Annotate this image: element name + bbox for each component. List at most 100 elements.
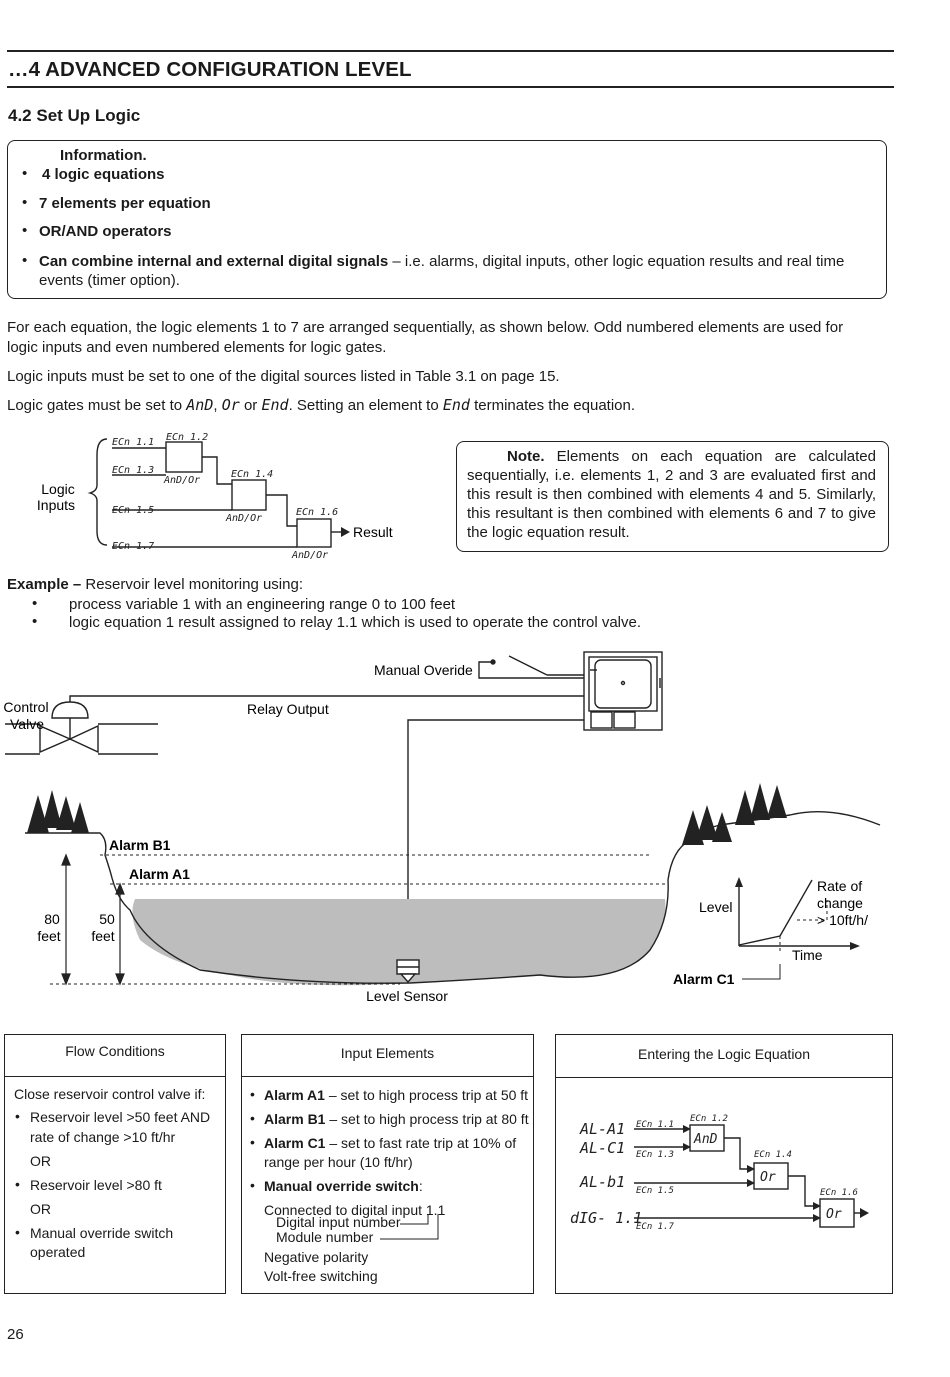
- level-sensor-icon: [396, 959, 420, 984]
- input-connected: Connected to digital input 1.1: [264, 1202, 446, 1218]
- or-code: Or: [221, 396, 240, 414]
- manual-override-name: Manual override switch: [264, 1178, 419, 1194]
- trees-left-icon: [27, 790, 89, 833]
- input-alarm-c1: Alarm C1 – set to fast rate trip at 10% …: [264, 1134, 516, 1152]
- end-code: End: [261, 396, 289, 414]
- input-al-b1: AL-b1: [579, 1173, 625, 1191]
- bullet: •: [250, 1110, 255, 1126]
- flow-condition-2: Reservoir level >80 ft: [30, 1177, 162, 1193]
- alarm-c1-label: Alarm C1: [673, 971, 735, 987]
- logic-elements-diagram: ECn 1.1 ECn 1.2 ECn 1.3 AnD/Or ECn 1.4 E…: [37, 432, 393, 561]
- rate-graph: [738, 879, 855, 980]
- bullet: •: [15, 1224, 20, 1240]
- ecn-1-3-label: ECn 1.3: [112, 465, 154, 476]
- ecn-1-7-label: ECn 1.7: [636, 1222, 675, 1232]
- page-number: 26: [7, 1326, 24, 1343]
- ecn-1-1-label: ECn 1.1: [112, 437, 154, 448]
- valve-icon: [5, 723, 158, 755]
- info-item-signals: Can combine internal and external digita…: [39, 252, 844, 271]
- gate-and: AnD: [693, 1132, 718, 1147]
- information-box: [7, 140, 887, 299]
- input-manual-override: Manual override switch:: [264, 1177, 423, 1195]
- alarm-c1-desc: – set to fast rate trip at 10% of: [325, 1135, 517, 1151]
- ecn-1-5-label: ECn 1.5: [636, 1186, 674, 1196]
- input-volt-free: Volt-free switching: [264, 1268, 378, 1284]
- logic-equation-diagram: ECn 1.1 ECn 1.2 ECn 1.3 ECn 1.4 ECn 1.5 …: [570, 1114, 869, 1232]
- alarm-b1-name: Alarm B1: [264, 1111, 326, 1127]
- info-item: 4 logic equations: [42, 166, 165, 183]
- paragraph-3: Logic gates must be set to AnD, Or or En…: [7, 396, 635, 415]
- depth-50-unit: feet: [91, 928, 114, 944]
- flow-condition-3b: operated: [30, 1244, 86, 1260]
- input-alarm-b1: Alarm B1 – set to high process trip at 8…: [264, 1110, 529, 1128]
- logic-inputs-label-2: Inputs: [37, 497, 75, 513]
- subsection-title: 4.2 Set Up Logic: [8, 106, 141, 125]
- logic-equation-title: Entering the Logic Equation: [556, 1035, 892, 1078]
- gate-or-2: Or: [826, 1207, 842, 1222]
- recorder-icon: [583, 651, 663, 731]
- flow-conditions-title: Flow Conditions: [5, 1035, 225, 1077]
- time-axis-label: Time: [792, 947, 823, 963]
- manual-override-label: Manual Overide: [374, 662, 473, 678]
- bullet: •: [15, 1176, 20, 1192]
- info-title: Information.: [60, 147, 147, 164]
- paragraph-1-line-2: logic inputs and even numbered elements …: [7, 339, 387, 356]
- input-alarm-c1-line2: range per hour (10 ft/hr): [264, 1154, 413, 1170]
- note-text: Note. Elements on each equation are calc…: [467, 447, 876, 542]
- ecn-1-5-label: ECn 1.5: [112, 505, 154, 516]
- bullet: •: [22, 194, 28, 211]
- depth-80-label: 80: [44, 911, 60, 927]
- input-dig-1-1: dIG- 1.1: [570, 1209, 642, 1227]
- example-bullet-2: logic equation 1 result assigned to rela…: [69, 614, 642, 631]
- note-box: [456, 441, 889, 552]
- alarm-a1-desc: – set to high process trip at 50 ft: [324, 1087, 529, 1103]
- flow-conditions-panel: Flow Conditions: [4, 1034, 226, 1294]
- bullet: •: [22, 222, 28, 239]
- paragraph-2: Logic inputs must be set to one of the d…: [7, 368, 560, 385]
- control-valve-label-2: Valve: [10, 716, 44, 732]
- input-module-number: Module number: [276, 1229, 374, 1245]
- control-valve-label-1: Control: [3, 699, 48, 715]
- flow-condition-1: Reservoir level >50 feet AND: [30, 1109, 211, 1125]
- rate-label-3: > 10ft/h/: [817, 912, 868, 928]
- relay-output-label: Relay Output: [247, 701, 329, 717]
- alarm-c1-name: Alarm C1: [264, 1135, 326, 1151]
- end-code-2: End: [442, 396, 470, 414]
- header-rule: [7, 86, 894, 88]
- reservoir-illustration: Manual Overide Control Valve Relay Outpu…: [3, 651, 881, 1004]
- ecn-1-2-label: ECn 1.2: [166, 432, 208, 443]
- bullet: •: [250, 1177, 255, 1193]
- bullet: •: [32, 595, 38, 612]
- bullet: •: [22, 165, 28, 182]
- bullet: •: [15, 1108, 20, 1124]
- input-negative-polarity: Negative polarity: [264, 1249, 369, 1265]
- alarm-a1-label: Alarm A1: [129, 866, 190, 882]
- ecn-1-7-label: ECn 1.7: [112, 541, 154, 552]
- bullet: •: [250, 1134, 255, 1150]
- switch-icon: [478, 655, 584, 679]
- gate-or-1: Or: [760, 1170, 776, 1185]
- rate-label-2: change: [817, 895, 863, 911]
- ecn-1-3-label: ECn 1.3: [636, 1150, 674, 1160]
- bullet: •: [22, 252, 28, 269]
- para3-comma: ,: [213, 397, 222, 414]
- ecn-1-4-label: ECn 1.4: [754, 1150, 792, 1160]
- flow-intro: Close reservoir control valve if:: [14, 1086, 206, 1102]
- input-alarm-a1: Alarm A1 – set to high process trip at 5…: [264, 1086, 528, 1104]
- manual-override-colon: :: [418, 1178, 423, 1194]
- water: [132, 899, 666, 986]
- para3-text-3: terminates the equation.: [469, 397, 636, 414]
- info-signals-rest: – i.e. alarms, digital inputs, other log…: [388, 253, 845, 270]
- flow-condition-3: Manual override switch: [30, 1225, 174, 1241]
- ecn-1-2-label: ECn 1.2: [690, 1114, 728, 1124]
- bullet: •: [250, 1086, 255, 1102]
- example-heading: Example – Reservoir level monitoring usi…: [7, 575, 303, 594]
- info-item-signals-line2: events (timer option).: [39, 272, 180, 289]
- alarm-b1-label: Alarm B1: [109, 837, 171, 853]
- input-digital-number: Digital input number: [276, 1214, 401, 1230]
- info-signals-bold: Can combine internal and external digita…: [39, 253, 389, 270]
- rate-label-1: Rate of: [817, 878, 862, 894]
- input-elements-title: Input Elements: [242, 1035, 533, 1077]
- alarm-a1-name: Alarm A1: [264, 1087, 325, 1103]
- ecn-1-6-label: ECn 1.6: [820, 1188, 858, 1198]
